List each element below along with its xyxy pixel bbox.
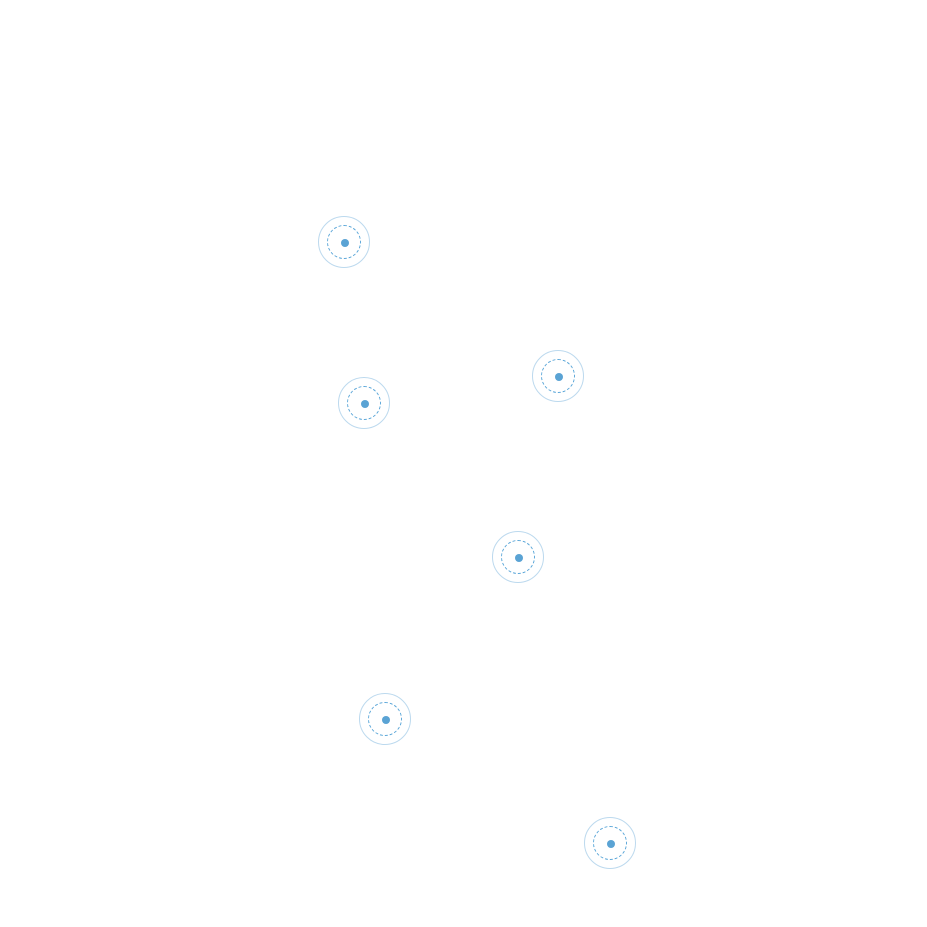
target-icon-5[interactable]	[359, 693, 411, 745]
target-ring	[541, 359, 575, 393]
target-ring	[593, 826, 627, 860]
target-center-dot	[341, 239, 349, 247]
target-center-dot	[382, 716, 390, 724]
target-center-dot	[607, 840, 615, 848]
target-ring	[501, 540, 535, 574]
target-icon-1[interactable]	[318, 216, 370, 268]
target-ring	[327, 225, 361, 259]
target-icon-3[interactable]	[338, 377, 390, 429]
target-center-dot	[555, 373, 563, 381]
target-icon-6[interactable]	[584, 817, 636, 869]
target-ring	[347, 386, 381, 420]
target-center-dot	[515, 554, 523, 562]
target-icon-4[interactable]	[492, 531, 544, 583]
target-ring	[368, 702, 402, 736]
target-icon-2[interactable]	[532, 350, 584, 402]
target-center-dot	[361, 400, 369, 408]
